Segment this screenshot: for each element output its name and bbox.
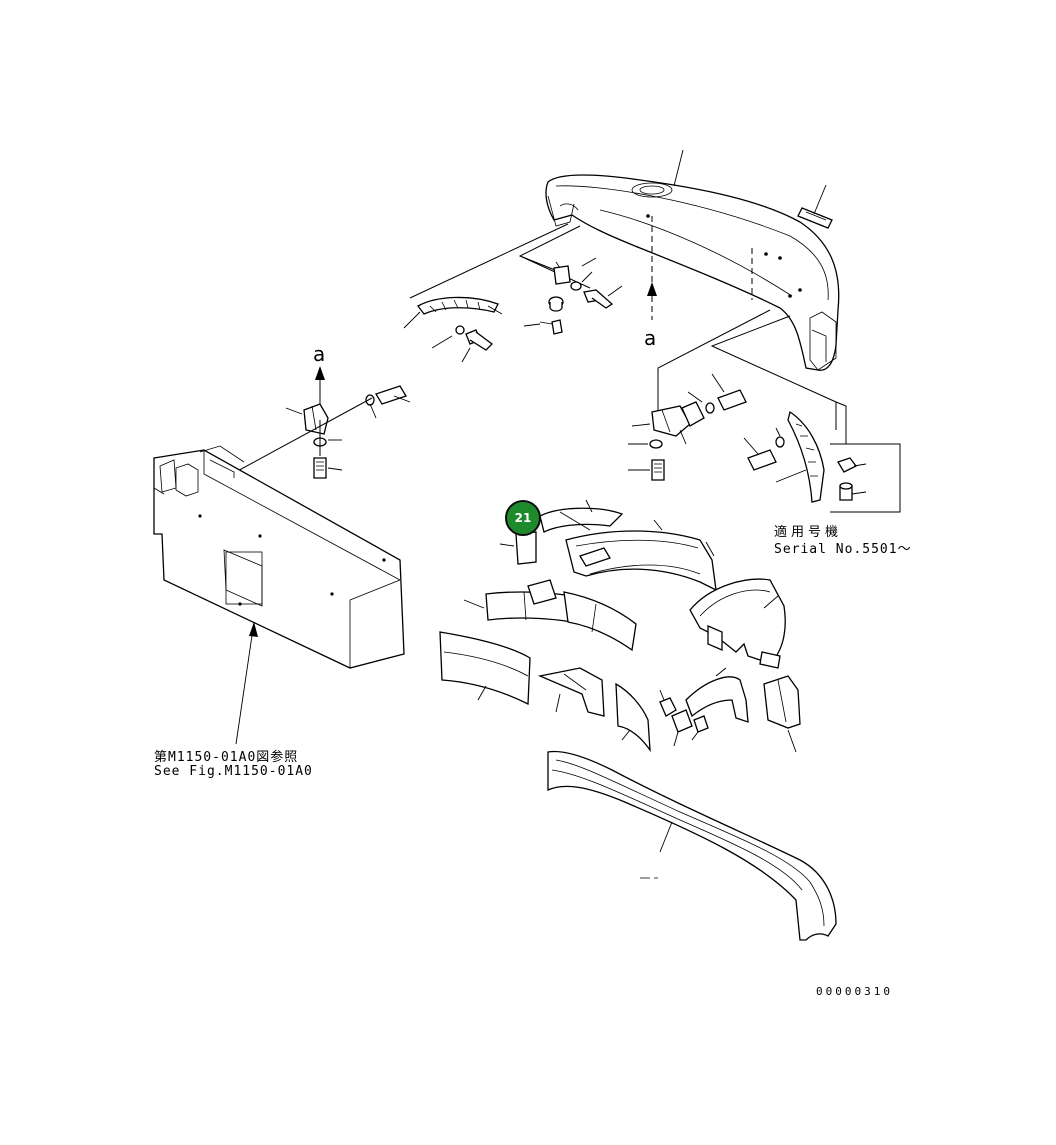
reference-figure-jp: 第M1150-01A0図参照 <box>154 750 299 765</box>
right-mount-bracket <box>649 389 747 481</box>
callout-number: 21 <box>514 511 532 525</box>
drawing-number: 00000310 <box>816 985 893 998</box>
right-rubber-seal <box>747 410 825 503</box>
label-plate <box>797 207 833 229</box>
bracket-hardware-upper <box>455 261 614 351</box>
lower-cover-pieces <box>439 499 801 753</box>
lower-long-seal <box>547 750 837 941</box>
applicability-label-jp: 適用号機 <box>774 525 843 540</box>
left-rubber-seal <box>417 296 499 315</box>
upper-cover-assembly <box>545 174 840 371</box>
reference-figure-en: See Fig.M1150-01A0 <box>154 764 313 779</box>
left-mount-bracket <box>303 385 407 479</box>
part-callout-21[interactable]: 21 <box>505 500 541 536</box>
view-marker-a-top: a <box>644 326 657 350</box>
view-marker-a-left: a <box>313 342 326 366</box>
left-side-cover <box>153 445 405 669</box>
applicability-serial: Serial No.5501〜 <box>774 542 912 557</box>
